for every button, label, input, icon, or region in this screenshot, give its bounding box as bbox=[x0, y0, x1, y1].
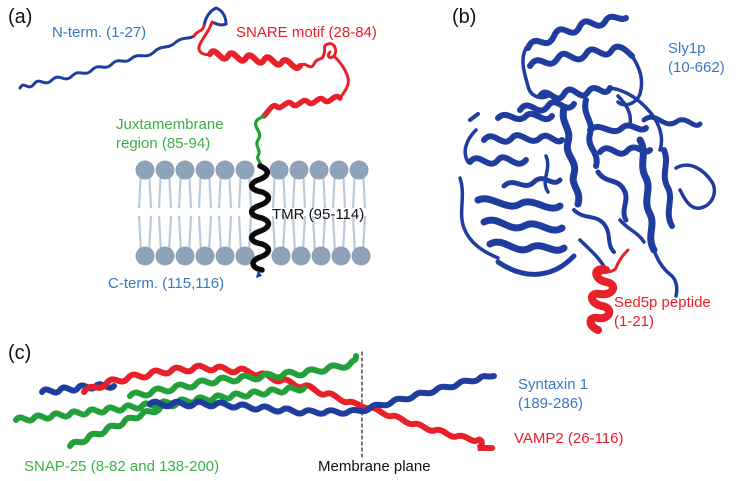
lipid-bilayer bbox=[135, 160, 371, 266]
panel-b-letter: (b) bbox=[452, 6, 477, 28]
lipid-heads-lower bbox=[135, 246, 371, 266]
label-snap25: SNAP-25 (8-82 and 138-200) bbox=[24, 458, 220, 475]
label-syntaxin-line2: (189-286) bbox=[518, 395, 584, 412]
label-juxtamembrane-line1: Juxtamembrane bbox=[116, 116, 224, 133]
label-membrane-plane: Membrane plane bbox=[318, 458, 431, 475]
snap25-helix-lower-2 bbox=[67, 399, 181, 449]
sed5p-peptide-helix bbox=[586, 248, 630, 334]
n-term-coil bbox=[18, 34, 196, 90]
syntaxin-helix-main bbox=[147, 373, 497, 417]
snare-motif-helix bbox=[192, 20, 350, 119]
c-term-tip bbox=[256, 270, 262, 278]
label-c-term: C-term. (115,116) bbox=[108, 275, 225, 292]
label-syntaxin-line1: Syntaxin 1 bbox=[518, 376, 589, 393]
tmr-helix bbox=[248, 163, 272, 273]
label-sed5p-line1: Sed5p peptide bbox=[614, 294, 711, 311]
label-tmr: TMR (95-114) bbox=[272, 206, 365, 223]
panel-a-letter: (a) bbox=[8, 6, 33, 28]
juxtamembrane-coil bbox=[254, 114, 266, 168]
lipid-heads-upper bbox=[135, 160, 369, 180]
panel-c bbox=[13, 351, 497, 459]
n-term-loop bbox=[202, 6, 228, 27]
label-snare-motif: SNARE motif (28-84) bbox=[236, 24, 377, 41]
vamp2-helix bbox=[81, 362, 495, 451]
label-juxtamembrane-line2: region (85-94) bbox=[116, 135, 211, 152]
panel-a bbox=[18, 6, 371, 278]
label-vamp2: VAMP2 (26-116) bbox=[514, 430, 624, 447]
sly1p-structure bbox=[458, 13, 717, 298]
panel-c-letter: (c) bbox=[8, 342, 32, 364]
snap25-helix-upper bbox=[127, 353, 359, 399]
label-sed5p-line2: (1-21) bbox=[614, 313, 655, 330]
label-sly1p-line1: Sly1p bbox=[668, 40, 706, 57]
panel-b bbox=[458, 13, 717, 334]
label-sly1p-line2: (10-662) bbox=[668, 59, 725, 76]
label-n-term: N-term. (1-27) bbox=[52, 24, 147, 41]
